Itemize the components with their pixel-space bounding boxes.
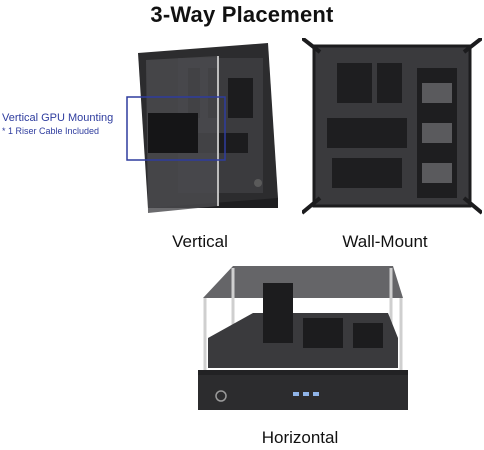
page-title: 3-Way Placement	[150, 2, 334, 27]
label-wall-mount: Wall-Mount	[342, 232, 428, 251]
vertical-case-image	[138, 43, 278, 213]
horizontal-case-image	[198, 266, 408, 410]
wall-mount-case-image	[302, 38, 482, 215]
label-horizontal: Horizontal	[261, 428, 339, 447]
callout-title: Vertical GPU Mounting	[2, 112, 114, 124]
callout-note: * 1 Riser Cable Included	[2, 126, 100, 136]
label-vertical: Vertical	[172, 232, 228, 251]
gpu-callout-box	[126, 96, 226, 161]
